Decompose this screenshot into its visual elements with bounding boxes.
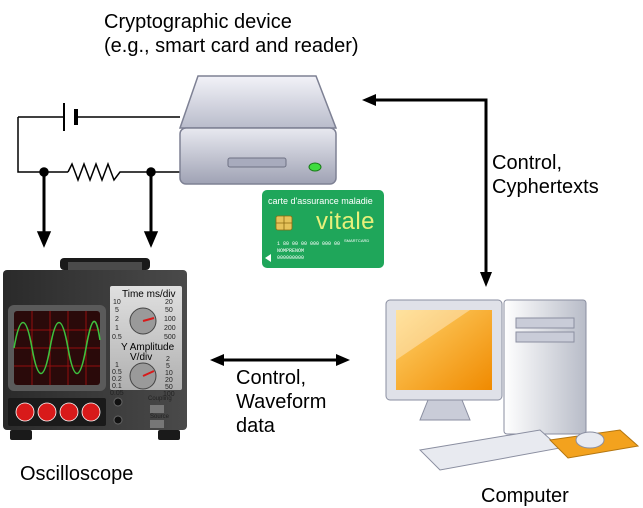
time-tick-right-1: 50 bbox=[165, 307, 173, 314]
volt-tick-right-0: 2 bbox=[166, 356, 170, 363]
cryptographic-device-label: Cryptographic device (e.g., smart card a… bbox=[104, 10, 359, 58]
volt-tick-left-1: 0.5 bbox=[112, 369, 122, 376]
osc-time-label: Time ms/div bbox=[122, 289, 176, 300]
card-brand: vitale bbox=[316, 208, 376, 235]
time-tick-left-0: 10 bbox=[113, 299, 121, 306]
probe-right-arrow bbox=[143, 231, 159, 248]
card-title: carte d'assurance maladie bbox=[268, 196, 373, 206]
arrow-oscilloscope-computer bbox=[210, 354, 350, 366]
time-tick-left-4: 0.5 bbox=[112, 334, 122, 341]
resistor-icon bbox=[67, 161, 180, 183]
computer-icon bbox=[385, 299, 640, 471]
circuit-wire-left bbox=[17, 117, 68, 173]
volt-tick-right-5: 100 bbox=[163, 391, 175, 398]
control-waveform-label: Control, Waveform data bbox=[236, 366, 326, 438]
computer-label: Computer bbox=[481, 485, 569, 507]
control1-line1: Control, bbox=[492, 152, 563, 174]
control2-line1: Control, bbox=[236, 367, 307, 389]
volt-tick-right-4: 50 bbox=[165, 384, 173, 391]
osc-vdiv-label: V/div bbox=[130, 352, 153, 363]
control1-line2: Cyphertexts bbox=[492, 176, 599, 198]
device-label-line2: (e.g., smart card and reader) bbox=[104, 35, 359, 57]
waveform-trace bbox=[13, 320, 101, 374]
time-tick-right-2: 100 bbox=[164, 316, 176, 323]
device-label-line1: Cryptographic device bbox=[104, 11, 292, 33]
card-name: NOMPRENOM bbox=[277, 248, 305, 254]
control2-line2: Waveform bbox=[236, 391, 327, 413]
control-cyphertexts-label: Control, Cyphertexts bbox=[492, 151, 599, 199]
coupling-label: Coupling bbox=[148, 396, 172, 402]
volt-tick-right-2: 10 bbox=[165, 370, 173, 377]
time-tick-right-3: 200 bbox=[164, 325, 176, 332]
source-label: Source bbox=[150, 414, 170, 420]
smart-card-icon bbox=[262, 190, 384, 268]
time-tick-right-0: 20 bbox=[165, 299, 173, 306]
time-tick-left-2: 2 bbox=[115, 316, 119, 323]
volt-tick-left-4: 0.05 bbox=[110, 390, 124, 397]
volt-tick-left-2: 0.2 bbox=[112, 376, 122, 383]
osc-button-1 bbox=[15, 402, 35, 422]
time-tick-left-1: 5 bbox=[115, 307, 119, 314]
oscilloscope-label: Oscilloscope bbox=[20, 463, 134, 485]
osc-button-2 bbox=[37, 402, 57, 422]
time-tick-right-4: 500 bbox=[164, 334, 176, 341]
card-id: 000000000 bbox=[277, 255, 305, 261]
card-reader-icon bbox=[178, 75, 338, 185]
volt-tick-left-0: 1 bbox=[115, 362, 119, 369]
osc-button-4 bbox=[81, 402, 101, 422]
volt-tick-right-1: 5 bbox=[166, 363, 170, 370]
arrow-device-computer bbox=[362, 94, 492, 287]
volt-tick-right-3: 20 bbox=[165, 377, 173, 384]
card-number: 1 80 00 00 000 000 00 bbox=[277, 241, 341, 247]
control2-line3: data bbox=[236, 415, 275, 437]
osc-button-3 bbox=[59, 402, 79, 422]
probe-left-arrow bbox=[36, 231, 52, 248]
osc-yamp-label: Y Amplitude bbox=[121, 342, 175, 353]
volt-tick-left-3: 0.1 bbox=[112, 383, 122, 390]
time-tick-left-3: 1 bbox=[115, 325, 119, 332]
circuit bbox=[17, 103, 180, 248]
oscilloscope-icon bbox=[3, 258, 187, 440]
card-smartcard: SMARTCARD bbox=[344, 238, 370, 243]
